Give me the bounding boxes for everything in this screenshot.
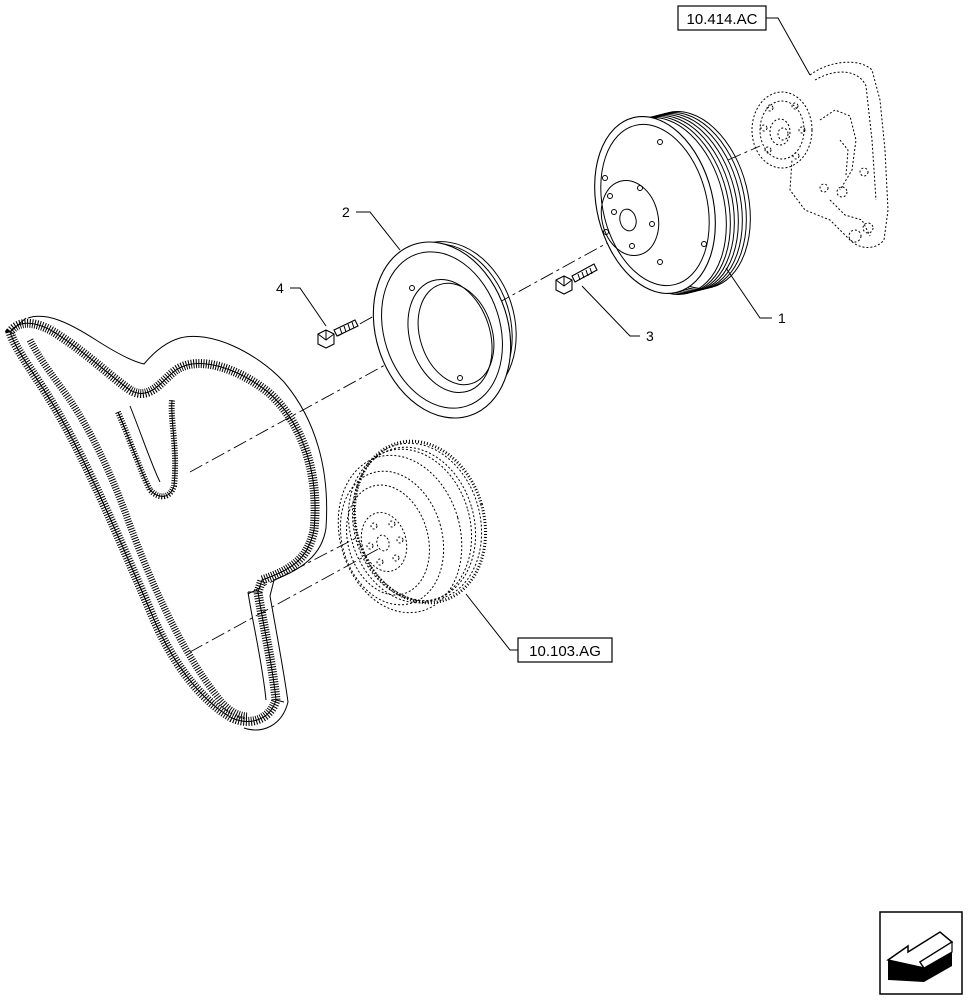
ref-box-10-103-ag[interactable]: 10.103.AG [517, 637, 613, 663]
ref-box-frame [517, 637, 613, 663]
bolt-part-3 [555, 263, 598, 295]
pulley-part-2 [372, 241, 517, 419]
callout-1: 1 [778, 310, 786, 326]
bolt-part-4 [317, 319, 359, 349]
callout-2: 2 [342, 204, 350, 220]
ref-top-text: 10.414.AC [687, 11, 758, 28]
centerline-lower [189, 547, 381, 653]
arrow-back-icon[interactable] [879, 911, 963, 995]
ref-box-frame [677, 5, 767, 31]
centerline-alternator [727, 145, 761, 161]
pulley-part-1 [594, 111, 751, 295]
ref-bottom-text: 10.103.AG [529, 643, 601, 660]
vibration-damper [337, 439, 488, 614]
ref-box-10-414-ac[interactable]: 10.414.AC [677, 5, 767, 31]
leader-lines [290, 17, 811, 651]
callout-4: 4 [276, 280, 284, 296]
alternator-bracket [751, 61, 889, 248]
callout-3: 3 [646, 328, 654, 344]
drive-belt [5, 315, 328, 731]
